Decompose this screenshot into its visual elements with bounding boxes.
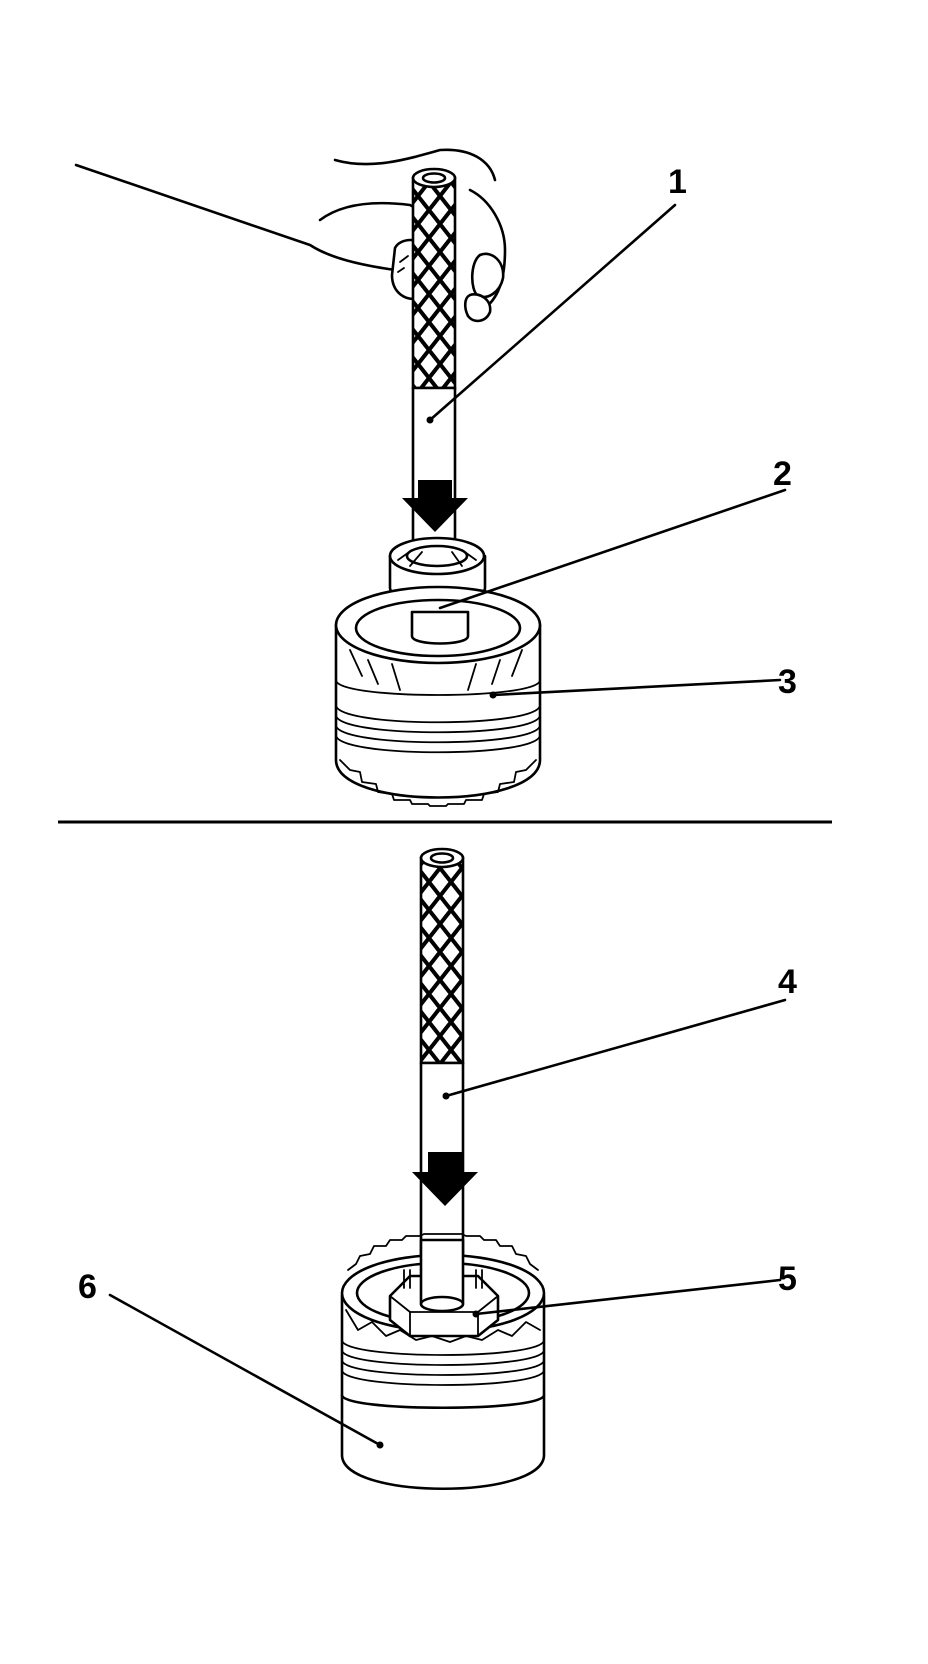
- top-view: 1 2 3: [74, 148, 797, 807]
- leader-line-4: [444, 998, 787, 1098]
- callout-1: 1: [668, 163, 687, 201]
- bottom-view: 4 5 6: [78, 847, 797, 1491]
- callout-4: 4: [778, 963, 797, 1001]
- part-3-drum: [334, 585, 542, 807]
- leader-line-2: [438, 488, 787, 610]
- downward-arrow-icon: [402, 480, 468, 532]
- downward-arrow-icon-lower: [412, 1152, 478, 1206]
- part-5-installer: [388, 1238, 500, 1338]
- callout-2: 2: [773, 455, 792, 493]
- callout-6: 6: [78, 1268, 97, 1306]
- leader-line-3: [491, 678, 782, 697]
- callout-5: 5: [778, 1260, 797, 1298]
- leader-line-5: [474, 1278, 782, 1316]
- leader-line-1: [428, 203, 677, 422]
- leader-line-6: [108, 1293, 382, 1447]
- callout-3: 3: [778, 663, 797, 701]
